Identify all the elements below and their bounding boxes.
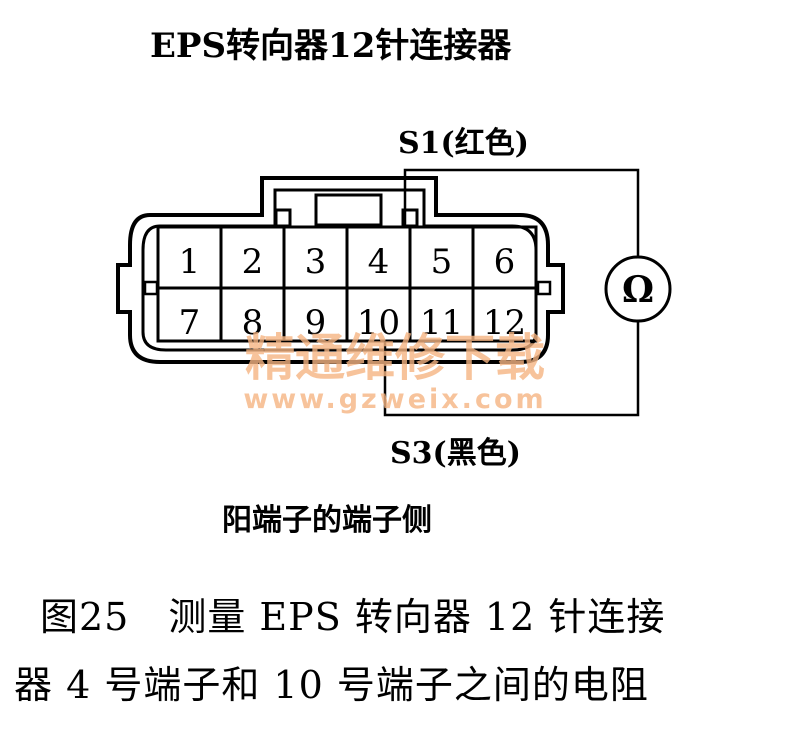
probe-wire-s3 — [383, 320, 640, 417]
pin-11-label: 11 — [420, 303, 463, 343]
ohmmeter-symbol — [604, 255, 672, 323]
pin-7-label: 7 — [179, 303, 201, 343]
probe-wire-s1 — [403, 168, 640, 258]
pin-5-label: 5 — [431, 242, 453, 282]
ohm-symbol: Ω — [622, 269, 654, 311]
key-left — [274, 208, 292, 228]
pin-6-label: 6 — [494, 242, 516, 282]
probe-label-s1: S1(红色) — [398, 126, 529, 161]
connector-outer-housing — [116, 176, 565, 364]
pin-9-label: 9 — [305, 303, 327, 343]
figure-caption-line-1: 图25 测量 EPS 转向器 12 针连接 — [40, 595, 666, 639]
pin-8-label: 8 — [242, 303, 264, 343]
terminal-side-label: 阳端子的端子侧 — [222, 503, 432, 538]
diagram-title: EPS转向器12针连接器 — [150, 26, 512, 66]
watermark-name: 精通维修下载 — [245, 329, 545, 387]
side-tab-right — [536, 280, 552, 296]
pin-4-label: 4 — [368, 242, 390, 282]
connector-latch — [314, 193, 383, 227]
pin-3-label: 3 — [305, 242, 327, 282]
probe-label-s3: S3(黑色) — [390, 436, 521, 471]
pin-12-label: 12 — [483, 303, 526, 343]
pin-grid — [156, 225, 538, 343]
side-tab-left — [143, 280, 159, 296]
pin-2-label: 2 — [242, 242, 264, 282]
watermark-url: www.gzweix.com — [243, 384, 546, 415]
pin-10-label: 10 — [357, 303, 400, 343]
figure-caption-line-2: 器 4 号端子和 10 号端子之间的电阻 — [14, 663, 649, 707]
pin-1-label: 1 — [179, 242, 201, 282]
